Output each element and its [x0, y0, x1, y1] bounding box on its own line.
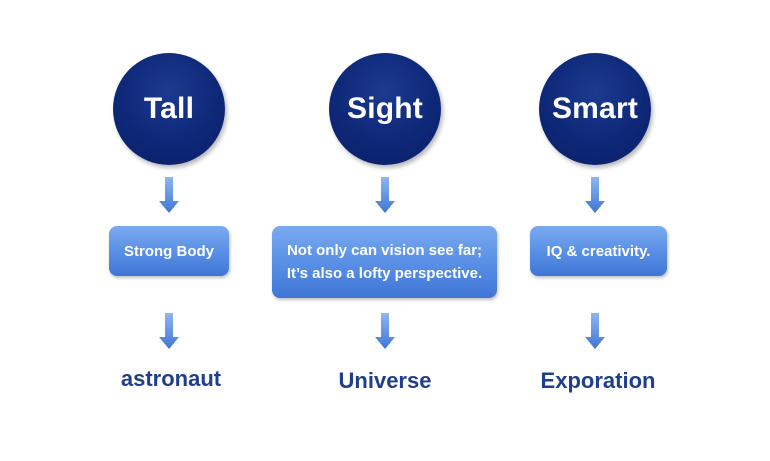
trait-label-smart: Smart — [551, 92, 639, 125]
trait-label-sight: Sight — [347, 92, 423, 125]
down-arrow-icon — [585, 313, 605, 349]
trait-label-tall: Tall — [143, 92, 195, 125]
description-line: Not only can vision see far; — [286, 242, 483, 259]
description-line: Strong Body — [124, 242, 214, 260]
outcome-label-sight: Universe — [338, 368, 432, 393]
outcome-label-tall: astronaut — [120, 366, 222, 391]
down-arrow-icon — [375, 177, 395, 213]
description-line: It’s also a lofty perspective. — [286, 265, 483, 282]
down-arrow-icon — [159, 177, 179, 213]
trait-circle-smart: Smart — [539, 53, 651, 165]
outcome-label-smart: Exporation — [540, 368, 656, 393]
description-line: IQ & creativity. — [546, 242, 651, 260]
trait-circle-sight: Sight — [329, 53, 441, 165]
description-box-sight: Not only can vision see far; It’s also a… — [272, 226, 497, 298]
down-arrow-icon — [375, 313, 395, 349]
trait-circle-tall: Tall — [113, 53, 225, 165]
description-box-tall: Strong Body — [109, 226, 229, 276]
down-arrow-icon — [585, 177, 605, 213]
down-arrow-icon — [159, 313, 179, 349]
description-box-smart: IQ & creativity. — [530, 226, 667, 276]
